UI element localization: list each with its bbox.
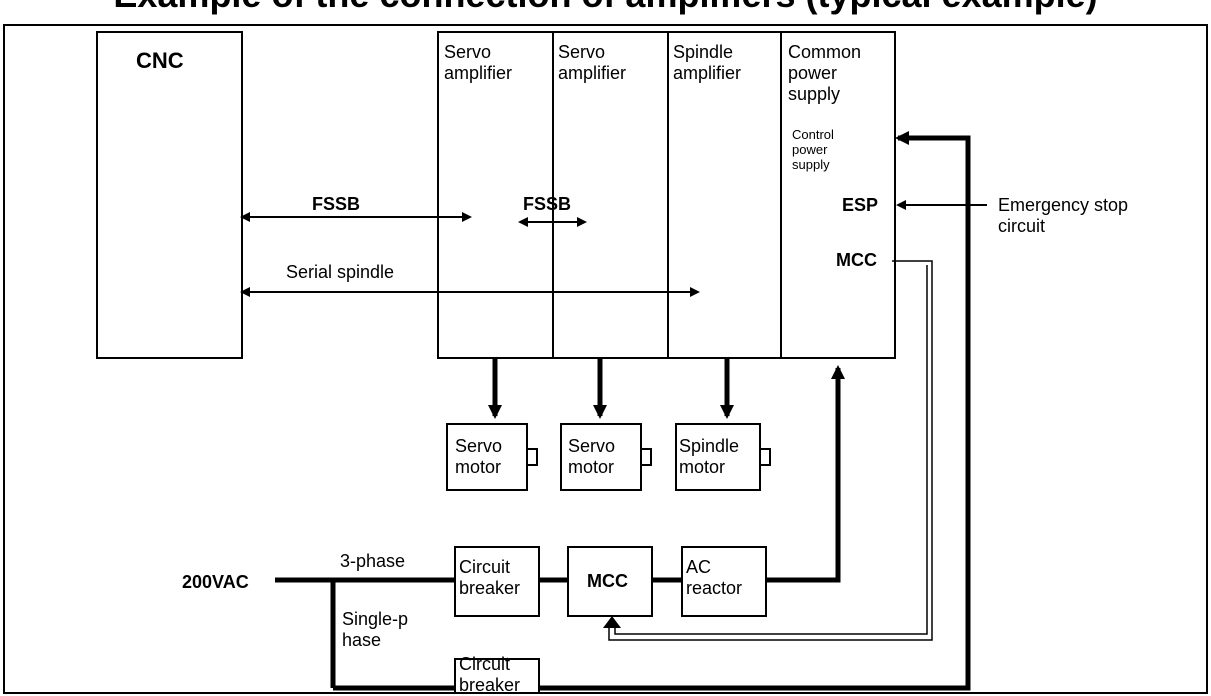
unit-label-common-psu: Common power supply [788, 42, 862, 104]
serial-spindle-label: Serial spindle [286, 262, 395, 282]
diagram-title: Example of the connection of amplifiers … [0, 0, 1211, 15]
cnc-box [96, 31, 243, 359]
unit-label-spindle: Spindle amplifier [673, 42, 742, 83]
motor-label-servo-2: Servo motor [568, 436, 616, 477]
outer-frame [3, 24, 1208, 694]
reactor-label: AC reactor [686, 557, 743, 598]
three-phase-label: 3-phase [340, 551, 406, 571]
single-phase-label: Single-p hase [342, 609, 409, 650]
unit-label-servo-2: Servo amplifier [558, 42, 627, 83]
mcc-terminal-label: MCC [836, 250, 877, 270]
esp-label: ESP [842, 195, 879, 215]
control-power-line [539, 131, 971, 691]
mcc-control-arrowhead [603, 616, 621, 628]
control-power-supply-label: Control power supply [792, 127, 834, 172]
breaker-2-label: Circuit breaker [459, 654, 521, 695]
fssb-main-label: FSSB [312, 194, 361, 214]
reactor-to-psu [766, 365, 845, 583]
motor-label-spindle: Spindle motor [679, 436, 740, 477]
motor-shaft-1 [526, 448, 538, 466]
source-label: 200VAC [182, 572, 249, 592]
motor-label-servo-1: Servo motor [455, 436, 503, 477]
unit-label-servo-1: Servo amplifier [444, 42, 513, 83]
mcc-label: MCC [587, 571, 628, 591]
cnc-label: CNC [136, 48, 184, 73]
emergency-stop-label: Emergency stop circuit [998, 195, 1129, 236]
amplifier-rack [437, 31, 896, 359]
mcc-control-line-inner [614, 265, 928, 635]
mcc-control-line-outer [608, 260, 933, 641]
motor-shaft-2 [640, 448, 652, 466]
breaker-2-box [454, 658, 540, 694]
fssb-inter-label: FSSB [523, 194, 572, 214]
breaker-1-label: Circuit breaker [459, 557, 521, 598]
motor-shaft-3 [759, 448, 771, 466]
